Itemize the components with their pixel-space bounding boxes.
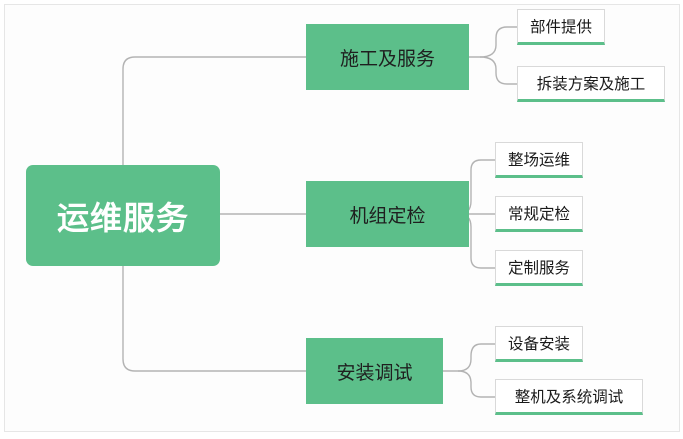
leaf-node[interactable]: 设备安装 — [495, 326, 583, 362]
branch-node[interactable]: 机组定检 — [306, 181, 469, 247]
leaf-node[interactable]: 常规定检 — [495, 196, 583, 232]
leaf-label: 定制服务 — [507, 259, 570, 277]
leaf-label: 部件提供 — [529, 18, 592, 36]
connector-root-branch-1 — [122, 56, 306, 165]
leaf-node[interactable]: 部件提供 — [517, 9, 605, 45]
branch-node[interactable]: 安装调试 — [306, 338, 443, 404]
leaf-label: 拆装方案及施工 — [536, 75, 646, 93]
leaf-label: 设备安装 — [507, 335, 570, 353]
connector-root-branch-3 — [122, 266, 306, 372]
connector-branch-3-leaf-2 — [457, 370, 495, 398]
branch-label: 机组定检 — [349, 204, 426, 227]
leaf-node[interactable]: 拆装方案及施工 — [517, 66, 665, 102]
leaf-node[interactable]: 整机及系统调试 — [495, 379, 643, 415]
connector-branch-3-leaf-1 — [443, 343, 495, 372]
branch-label: 施工及服务 — [339, 47, 435, 70]
leaf-node[interactable]: 定制服务 — [495, 250, 583, 286]
leaf-node[interactable]: 整场运维 — [495, 142, 583, 178]
branch-label: 安装调试 — [336, 361, 413, 384]
connector-branch-1-leaf-1 — [469, 26, 517, 58]
leaf-label: 整场运维 — [507, 151, 570, 169]
leaf-label: 常规定检 — [507, 205, 570, 223]
root-label: 运维服务 — [56, 198, 189, 237]
leaf-label: 整机及系统调试 — [514, 388, 624, 406]
branch-node[interactable]: 施工及服务 — [306, 24, 469, 90]
root-node[interactable]: 运维服务 — [26, 165, 220, 266]
connector-branch-1-leaf-2 — [479, 56, 517, 85]
